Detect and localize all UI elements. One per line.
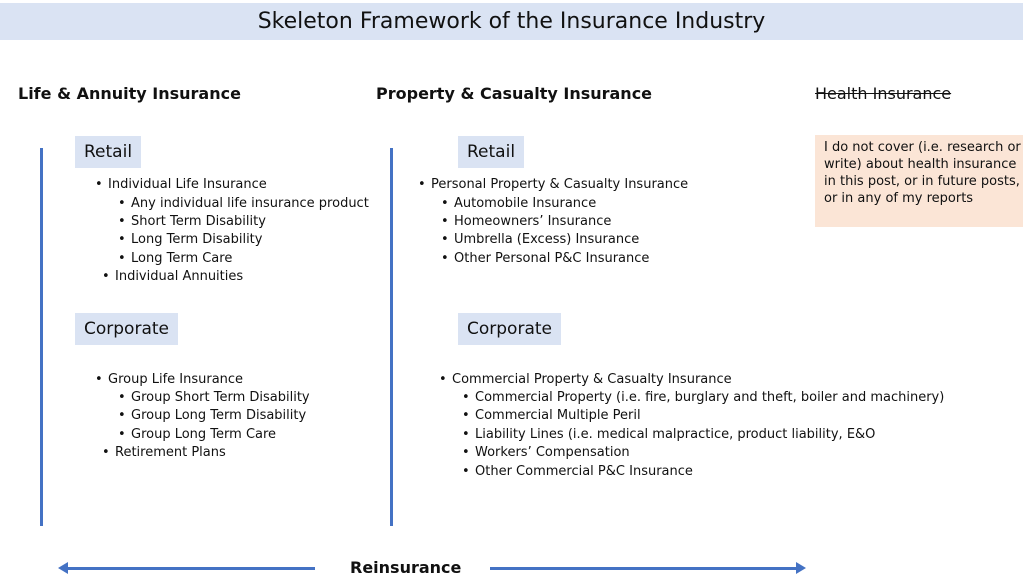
list-item: •Commercial Property (i.e. fire, burglar…: [462, 390, 945, 405]
list-item: •Group Life Insurance: [95, 372, 244, 387]
left-arrow-icon: [58, 562, 315, 574]
list-item: •Homeowners’ Insurance: [441, 214, 612, 229]
list-item: •Group Short Term Disability: [118, 390, 310, 405]
life-divider: [40, 148, 43, 526]
life-retail-label: Retail: [75, 136, 142, 168]
life-corporate-label: Corporate: [75, 313, 178, 345]
list-item: •Any individual life insurance product: [118, 196, 369, 211]
life-heading: Life & Annuity Insurance: [18, 84, 241, 103]
title-banner: Skeleton Framework of the Insurance Indu…: [0, 3, 1023, 40]
list-item: •Short Term Disability: [118, 214, 266, 229]
list-item: •Long Term Disability: [118, 232, 263, 247]
list-item: •Commercial Multiple Peril: [462, 408, 641, 423]
pc-divider: [390, 148, 393, 526]
list-item: •Automobile Insurance: [441, 196, 597, 211]
list-item: •Other Personal P&C Insurance: [441, 251, 650, 266]
right-arrow-icon: [490, 562, 806, 574]
list-item: •Umbrella (Excess) Insurance: [441, 232, 640, 247]
list-item: •Group Long Term Disability: [118, 408, 307, 423]
list-item: •Commercial Property & Casualty Insuranc…: [439, 372, 732, 387]
pc-heading: Property & Casualty Insurance: [376, 84, 653, 103]
list-item: •Long Term Care: [118, 251, 233, 266]
pc-retail-label: Retail: [458, 136, 525, 168]
list-item: •Retirement Plans: [102, 445, 226, 460]
health-note: I do not cover (i.e. research or write) …: [815, 135, 1023, 227]
health-heading: Health Insurance: [815, 84, 952, 103]
list-item: • Workers’ Compensation: [462, 445, 630, 460]
pc-corporate-label: Corporate: [458, 313, 561, 345]
reinsurance-label: Reinsurance: [350, 558, 462, 577]
list-item: •Individual Life Insurance: [95, 177, 267, 192]
list-item: •Other Commercial P&C Insurance: [462, 464, 693, 479]
page-title: Skeleton Framework of the Insurance Indu…: [257, 9, 766, 34]
list-item: •Individual Annuities: [102, 269, 244, 284]
list-item: •Group Long Term Care: [118, 427, 277, 442]
list-item: •Liability Lines (i.e. medical malpracti…: [462, 427, 876, 442]
list-item: •Personal Property & Casualty Insurance: [418, 177, 689, 192]
